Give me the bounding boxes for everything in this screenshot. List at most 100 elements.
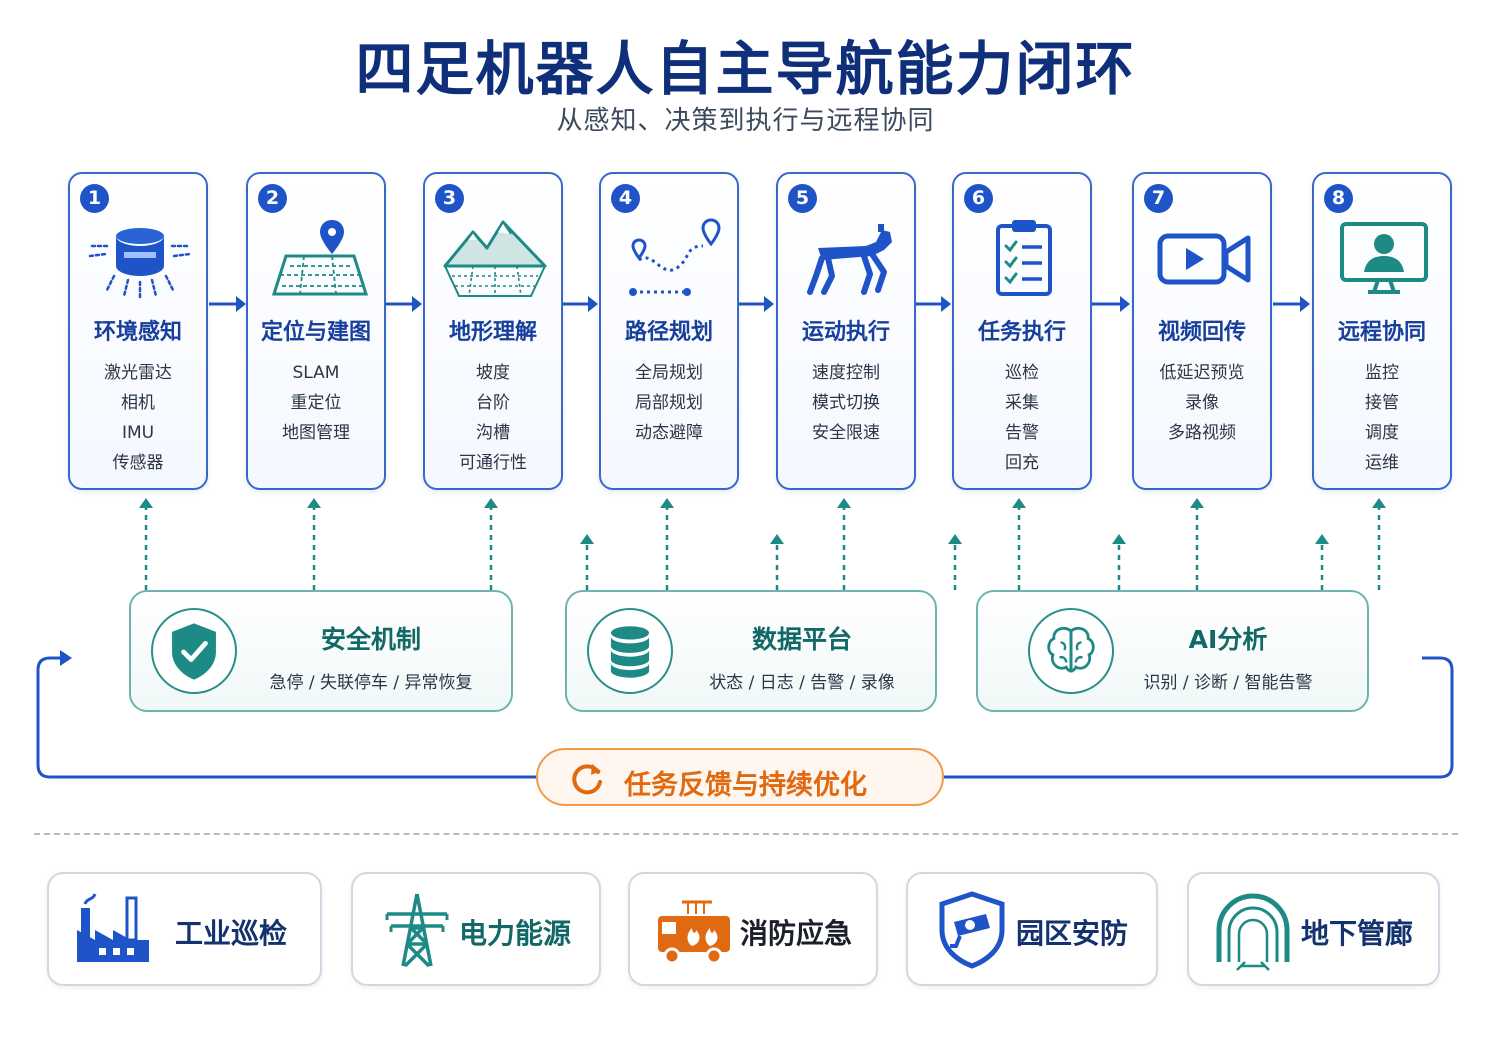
support-connector-head [948, 534, 962, 544]
step-item: 多路视频 [1168, 423, 1236, 443]
scenario-label: 消防应急 [740, 917, 853, 950]
step-item: 局部规划 [635, 393, 703, 413]
feedback-loop-right [944, 656, 1454, 779]
step-arrow-head [588, 296, 598, 312]
step-title: 定位与建图 [260, 320, 371, 345]
support-connector-head [660, 498, 674, 508]
support-connector-head [1315, 534, 1329, 544]
step-item: 坡度 [476, 363, 510, 383]
step-arrow-head [236, 296, 246, 312]
step-arrow-head [941, 296, 951, 312]
page-subtitle: 从感知、决策到执行与远程协同 [556, 106, 935, 136]
scenario-card-security[interactable]: 园区安防 [906, 872, 1158, 986]
scenario-card-fire[interactable]: 消防应急 [628, 872, 878, 986]
step-title: 环境感知 [93, 320, 182, 345]
support-connector-head [837, 498, 851, 508]
step-title: 任务执行 [977, 320, 1066, 345]
step-title: 运动执行 [801, 320, 890, 345]
step-item: 传感器 [112, 453, 164, 473]
step-item: 激光雷达 [104, 363, 172, 383]
support-sub: 状态 / 日志 / 告警 / 录像 [709, 673, 895, 693]
scenario-card-power[interactable]: 电力能源 [351, 872, 601, 986]
support-connector-head [770, 534, 784, 544]
lidar-sensor-icon [88, 228, 192, 300]
support-box-data: 数据平台 状态 / 日志 / 告警 / 录像 [565, 590, 937, 712]
step-items: 低延迟预览录像多路视频 [1134, 358, 1270, 448]
step-title: 视频回传 [1157, 320, 1246, 345]
security-camera-shield-icon [939, 891, 1005, 969]
support-connector-head [1190, 498, 1204, 508]
step-number-badge: 4 [611, 184, 640, 213]
support-connector-head [1372, 498, 1386, 508]
step-item: 模式切换 [812, 393, 880, 413]
support-connector-head [139, 498, 153, 508]
support-sub: 急停 / 失联停车 / 异常恢复 [269, 673, 473, 693]
step-item: 速度控制 [812, 363, 880, 383]
step-item: 告警 [1005, 423, 1039, 443]
step-item: 低延迟预览 [1159, 363, 1245, 383]
step-item: 监控 [1365, 363, 1399, 383]
support-connector-head [1012, 498, 1026, 508]
scenario-label: 工业巡检 [175, 917, 288, 950]
step-card-3: 3 地形理解坡度台阶沟槽可通行性 [423, 172, 563, 490]
support-connector-head [1112, 534, 1126, 544]
step-arrow-head [1120, 296, 1130, 312]
database-icon [587, 608, 673, 694]
step-arrow-head [764, 296, 774, 312]
step-number-badge: 5 [788, 184, 817, 213]
step-item: 接管 [1365, 393, 1399, 413]
scenario-card-tunnel[interactable]: 地下管廊 [1187, 872, 1440, 986]
video-camera-icon [1157, 233, 1251, 285]
remote-monitor-user-icon [1340, 222, 1428, 294]
step-arrows [209, 296, 1310, 312]
tunnel-icon [1216, 893, 1290, 971]
step-number-badge: 3 [435, 184, 464, 213]
support-title: 数据平台 [751, 625, 852, 654]
support-title: 安全机制 [320, 625, 421, 654]
scenario-label: 地下管廊 [1301, 917, 1414, 950]
support-connector-head [307, 498, 321, 508]
scenario-label: 园区安防 [1016, 917, 1129, 950]
factory-icon [77, 893, 149, 962]
step-item: 动态避障 [635, 423, 703, 443]
power-tower-icon [385, 893, 449, 968]
shield-check-icon [151, 608, 237, 694]
step-items: 监控接管调度运维 [1314, 358, 1450, 478]
step-items: 激光雷达相机 IMU 传感器 [70, 358, 206, 478]
support-title: AI分析 [1188, 625, 1268, 654]
map-pin-icon [271, 220, 369, 296]
step-item: 台阶 [476, 393, 510, 413]
step-arrow-head [1300, 296, 1310, 312]
step-item: 运维 [1365, 453, 1399, 473]
support-connector-head [580, 534, 594, 544]
clipboard-checklist-icon [996, 220, 1052, 296]
support-box-safety: 安全机制 急停 / 失联停车 / 异常恢复 [129, 590, 513, 712]
refresh-cycle-icon [572, 764, 602, 795]
step-number-badge: 2 [258, 184, 287, 213]
support-connector-head [484, 498, 498, 508]
step-item: 可通行性 [459, 453, 527, 473]
support-arrows [139, 498, 1386, 590]
step-item: 地图管理 [282, 423, 350, 443]
step-title: 远程协同 [1337, 320, 1426, 345]
step-number-badge: 7 [1144, 184, 1173, 213]
support-sub: 识别 / 诊断 / 智能告警 [1143, 673, 1313, 693]
step-item: 录像 [1185, 393, 1219, 413]
step-item: 沟槽 [476, 423, 510, 443]
step-title: 地形理解 [448, 320, 537, 345]
ai-brain-icon [1028, 608, 1114, 694]
step-item: 调度 [1365, 423, 1399, 443]
step-item: IMU [121, 423, 155, 443]
scenario-card-industrial[interactable]: 工业巡检 [47, 872, 322, 986]
step-card-7: 7 视频回传低延迟预览录像多路视频 [1132, 172, 1272, 490]
scenario-label: 电力能源 [459, 917, 572, 950]
step-item: 相机 [121, 393, 155, 413]
step-number-badge: 6 [964, 184, 993, 213]
step-item: 全局规划 [635, 363, 703, 383]
robot-dog-icon [807, 224, 892, 295]
